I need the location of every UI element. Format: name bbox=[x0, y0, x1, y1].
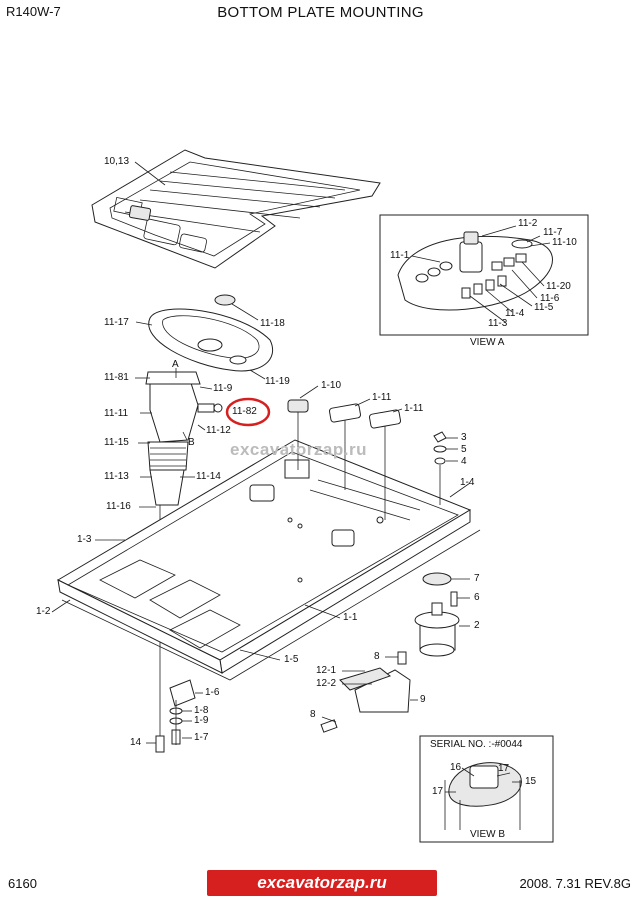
callout-6: 6 bbox=[474, 592, 480, 603]
callout-9: 9 bbox=[420, 694, 426, 705]
serial-number-note: SERIAL NO. :-#0044 bbox=[430, 739, 523, 750]
view-b-callout-15: 15 bbox=[525, 776, 537, 787]
view-a-callout-11-3: 11-3 bbox=[488, 318, 508, 329]
column-drawing bbox=[145, 371, 223, 745]
callout-1-11-left: 1-11 bbox=[372, 392, 392, 403]
watermark-text: excavatorzap.ru bbox=[230, 440, 367, 459]
callout-11-18: 11-18 bbox=[260, 318, 285, 329]
callout-1-2: 1-2 bbox=[36, 606, 51, 617]
callout-11-16: 11-16 bbox=[106, 501, 131, 512]
callout-1-8: 1-8 bbox=[194, 705, 209, 716]
callout-1-3: 1-3 bbox=[77, 534, 92, 545]
callout-1-6: 1-6 bbox=[205, 687, 220, 698]
callout-11-17: 11-17 bbox=[104, 317, 129, 328]
callout-11-82: 11-82 bbox=[232, 406, 257, 417]
view-a-marker: A bbox=[172, 359, 179, 370]
callout-11-14: 11-14 bbox=[196, 471, 221, 482]
page-title: BOTTOM PLATE MOUNTING bbox=[217, 4, 424, 21]
callout-11-19: 11-19 bbox=[265, 376, 290, 387]
bottom-plate-drawing bbox=[56, 439, 481, 681]
callout-11-11: 11-11 bbox=[104, 408, 129, 419]
view-a-callout-11-4: 11-4 bbox=[505, 308, 525, 319]
view-b-callout-16: 16 bbox=[450, 762, 462, 773]
callout-2: 2 bbox=[474, 620, 480, 631]
callout-12-1: 12-1 bbox=[316, 665, 337, 676]
view-b-marker: B bbox=[188, 437, 195, 448]
callout-1-7: 1-7 bbox=[194, 732, 209, 743]
revision-date: 2008. 7.31 REV.8G bbox=[519, 876, 631, 891]
floor-mat-drawing bbox=[91, 149, 381, 269]
view-a-callout-11-6: 11-6 bbox=[540, 293, 560, 304]
model-code: R140W-7 bbox=[6, 4, 61, 19]
callout-1-10: 1-10 bbox=[321, 380, 342, 391]
view-b-drawing bbox=[444, 762, 522, 830]
callout-11-81: 11-81 bbox=[104, 372, 129, 383]
callout-8-upper: 8 bbox=[374, 651, 380, 662]
callout-1-11-right: 1-11 bbox=[404, 403, 424, 414]
view-a-callout-11-2: 11-2 bbox=[518, 218, 538, 229]
callout-8-lower: 8 bbox=[310, 709, 316, 720]
callout-1-9: 1-9 bbox=[194, 715, 209, 726]
callout-1-4: 1-4 bbox=[460, 477, 475, 488]
callout-12-2: 12-2 bbox=[316, 678, 337, 689]
view-a-caption: VIEW A bbox=[470, 337, 505, 348]
callout-14: 14 bbox=[130, 737, 142, 748]
page-number: 6160 bbox=[8, 876, 37, 891]
callout-7: 7 bbox=[474, 573, 480, 584]
view-b-caption: VIEW B bbox=[470, 829, 506, 840]
view-a-callout-11-10: 11-10 bbox=[552, 237, 577, 248]
view-a-callout-11-7: 11-7 bbox=[543, 227, 563, 238]
view-b-callout-17-right: 17 bbox=[498, 763, 510, 774]
view-a-callout-11-5: 11-5 bbox=[534, 302, 554, 313]
highlight-ring bbox=[225, 397, 271, 427]
view-a-callout-11-20: 11-20 bbox=[546, 281, 571, 292]
view-a-callout-11-1: 11-1 bbox=[390, 250, 410, 261]
view-a-drawing bbox=[397, 231, 553, 311]
callout-11-12: 11-12 bbox=[206, 425, 231, 436]
callout-1-1: 1-1 bbox=[343, 612, 358, 623]
callout-3: 3 bbox=[461, 432, 467, 443]
view-b-callout-17-left: 17 bbox=[432, 786, 444, 797]
brand-banner[interactable]: excavatorzap.ru bbox=[207, 870, 437, 896]
callout-11-15: 11-15 bbox=[104, 437, 129, 448]
callout-5: 5 bbox=[461, 444, 467, 455]
callout-11-13: 11-13 bbox=[104, 471, 129, 482]
lower-cover-drawing bbox=[148, 308, 273, 372]
callout-10-13: 10,13 bbox=[104, 156, 130, 167]
callout-11-9: 11-9 bbox=[213, 383, 233, 394]
callout-1-5: 1-5 bbox=[284, 654, 299, 665]
callout-4: 4 bbox=[461, 456, 467, 467]
